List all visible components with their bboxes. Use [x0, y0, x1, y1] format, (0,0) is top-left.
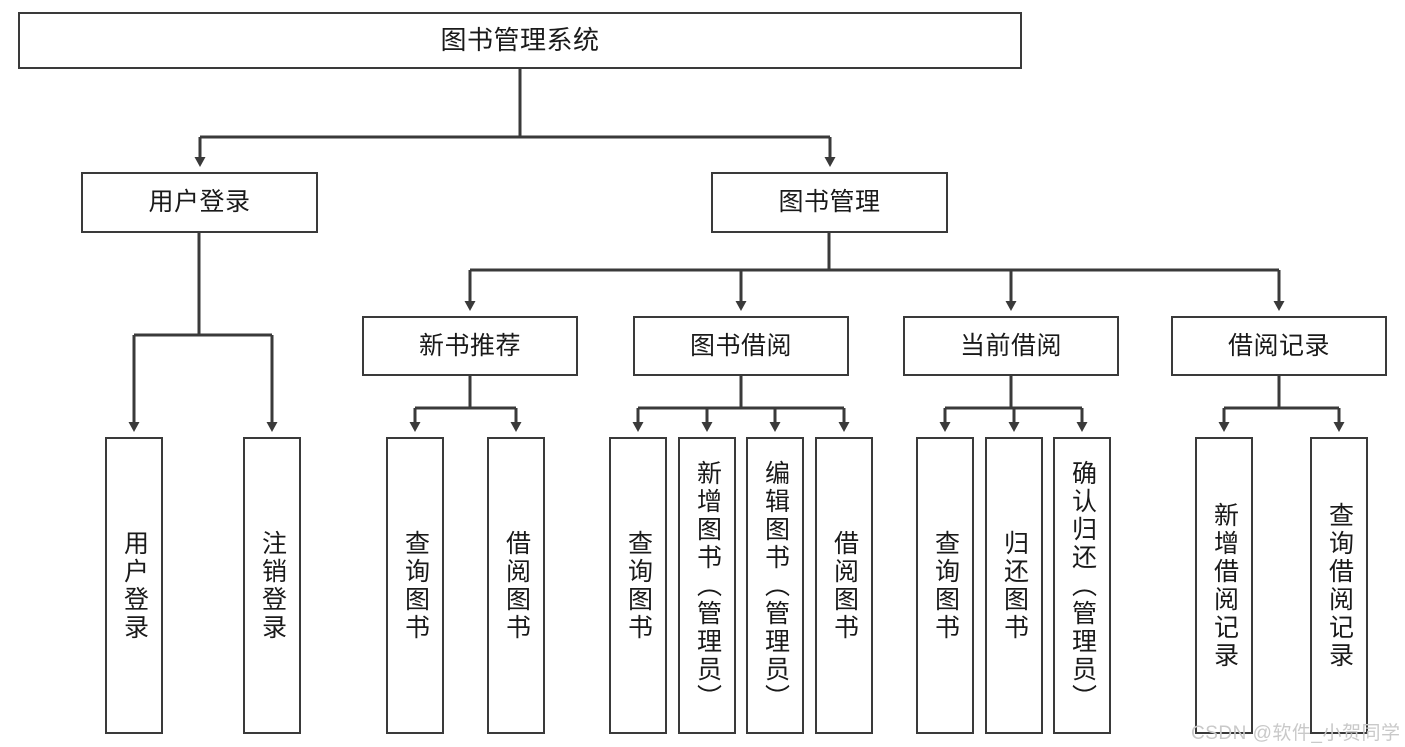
- node-new-book-recommend[interactable]: 新书推荐: [362, 316, 578, 376]
- node-borrow-record[interactable]: 借阅记录: [1171, 316, 1387, 376]
- node-current-borrow-label: 当前借阅: [959, 331, 1062, 360]
- node-leaf-add-book-admin-label: 新增图书（管理员）: [693, 459, 722, 712]
- watermark: CSDN @软件_小贺同学: [1191, 723, 1401, 744]
- node-leaf-add-borrow-record-label: 新增借阅记录: [1210, 501, 1239, 670]
- node-leaf-query-borrow-record[interactable]: 查询借阅记录: [1310, 437, 1368, 734]
- node-leaf-query-book-borrow[interactable]: 查询图书: [609, 437, 667, 734]
- node-leaf-query-book-current[interactable]: 查询图书: [916, 437, 974, 734]
- node-new-book-recommend-label: 新书推荐: [418, 331, 521, 360]
- node-book-borrow-label: 图书借阅: [689, 331, 792, 360]
- node-leaf-logout-label: 注销登录: [258, 529, 287, 642]
- node-leaf-edit-book-admin[interactable]: 编辑图书（管理员）: [746, 437, 804, 734]
- node-leaf-borrow-book-label: 借阅图书: [830, 529, 859, 642]
- node-leaf-borrow-book[interactable]: 借阅图书: [815, 437, 873, 734]
- node-leaf-add-book-admin[interactable]: 新增图书（管理员）: [678, 437, 736, 734]
- node-book-borrow[interactable]: 图书借阅: [633, 316, 849, 376]
- node-leaf-return-book-label: 归还图书: [1000, 529, 1029, 642]
- node-leaf-borrow-book-recommend[interactable]: 借阅图书: [487, 437, 545, 734]
- node-current-borrow[interactable]: 当前借阅: [903, 316, 1119, 376]
- node-leaf-return-book[interactable]: 归还图书: [985, 437, 1043, 734]
- node-leaf-query-book-borrow-label: 查询图书: [624, 529, 653, 642]
- node-root-label: 图书管理系统: [440, 24, 600, 55]
- node-root[interactable]: 图书管理系统: [18, 12, 1022, 69]
- node-borrow-record-label: 借阅记录: [1227, 331, 1330, 360]
- node-leaf-query-book-current-label: 查询图书: [931, 529, 960, 642]
- node-user-login[interactable]: 用户登录: [81, 172, 318, 233]
- node-book-manage[interactable]: 图书管理: [711, 172, 948, 233]
- node-leaf-edit-book-admin-label: 编辑图书（管理员）: [761, 459, 790, 712]
- node-leaf-add-borrow-record[interactable]: 新增借阅记录: [1195, 437, 1253, 734]
- node-leaf-confirm-return-admin-label: 确认归还（管理员）: [1068, 459, 1097, 712]
- node-leaf-confirm-return-admin[interactable]: 确认归还（管理员）: [1053, 437, 1111, 734]
- node-leaf-borrow-book-recommend-label: 借阅图书: [502, 529, 531, 642]
- node-user-login-label: 用户登录: [148, 188, 251, 217]
- node-leaf-query-book-recommend[interactable]: 查询图书: [386, 437, 444, 734]
- node-book-manage-label: 图书管理: [778, 188, 881, 217]
- node-leaf-user-login[interactable]: 用户登录: [105, 437, 163, 734]
- node-leaf-logout[interactable]: 注销登录: [243, 437, 301, 734]
- node-leaf-query-book-recommend-label: 查询图书: [401, 529, 430, 642]
- node-leaf-query-borrow-record-label: 查询借阅记录: [1325, 501, 1354, 670]
- node-leaf-user-login-label: 用户登录: [120, 529, 149, 642]
